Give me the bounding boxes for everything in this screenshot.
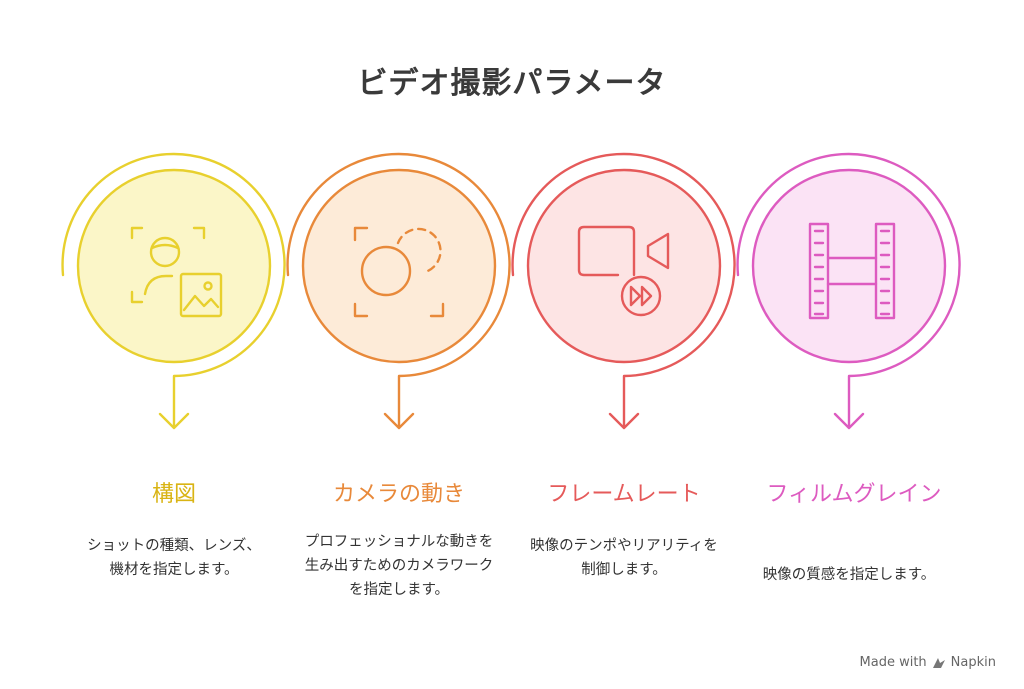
step-2-title: カメラの動き — [332, 482, 465, 507]
napkin-logo-icon — [932, 657, 945, 668]
step-4-title: フィルムグレイン — [766, 482, 942, 507]
made-with-label: Made with — [859, 655, 927, 670]
step-3-description: 映像のテンポやリアリティを制御します。 — [530, 538, 718, 578]
connector-step-2 — [286, 152, 511, 430]
step-1-title: 構図 — [151, 482, 196, 507]
step-4-circle — [751, 168, 947, 364]
step-2-description: プロフェッショナルな動きを生み出すためのカメラワークを指定します。 — [304, 534, 494, 598]
diagram-title: ビデオ撮影パラメータ — [357, 66, 667, 101]
napkin-watermark: Made with Napkin — [860, 655, 996, 670]
step-1-circle — [76, 168, 272, 364]
step-2-circle — [301, 168, 497, 364]
camera-motion-icon — [353, 226, 445, 318]
framing-portrait-image-icon — [130, 226, 223, 318]
film-strip-icon — [808, 222, 896, 320]
connector-step-4 — [736, 152, 961, 430]
step-3-circle — [526, 168, 722, 364]
step-3-title: フレームレート — [547, 482, 701, 507]
connector-step-3 — [511, 152, 736, 430]
step-4-description: 映像の質感を指定します。 — [762, 567, 936, 583]
step-1-description: ショットの種類、レンズ、機材を指定します。 — [87, 538, 261, 578]
connector-step-1 — [61, 152, 286, 430]
napkin-brand: Napkin — [950, 655, 996, 670]
video-fast-forward-icon — [577, 225, 670, 317]
